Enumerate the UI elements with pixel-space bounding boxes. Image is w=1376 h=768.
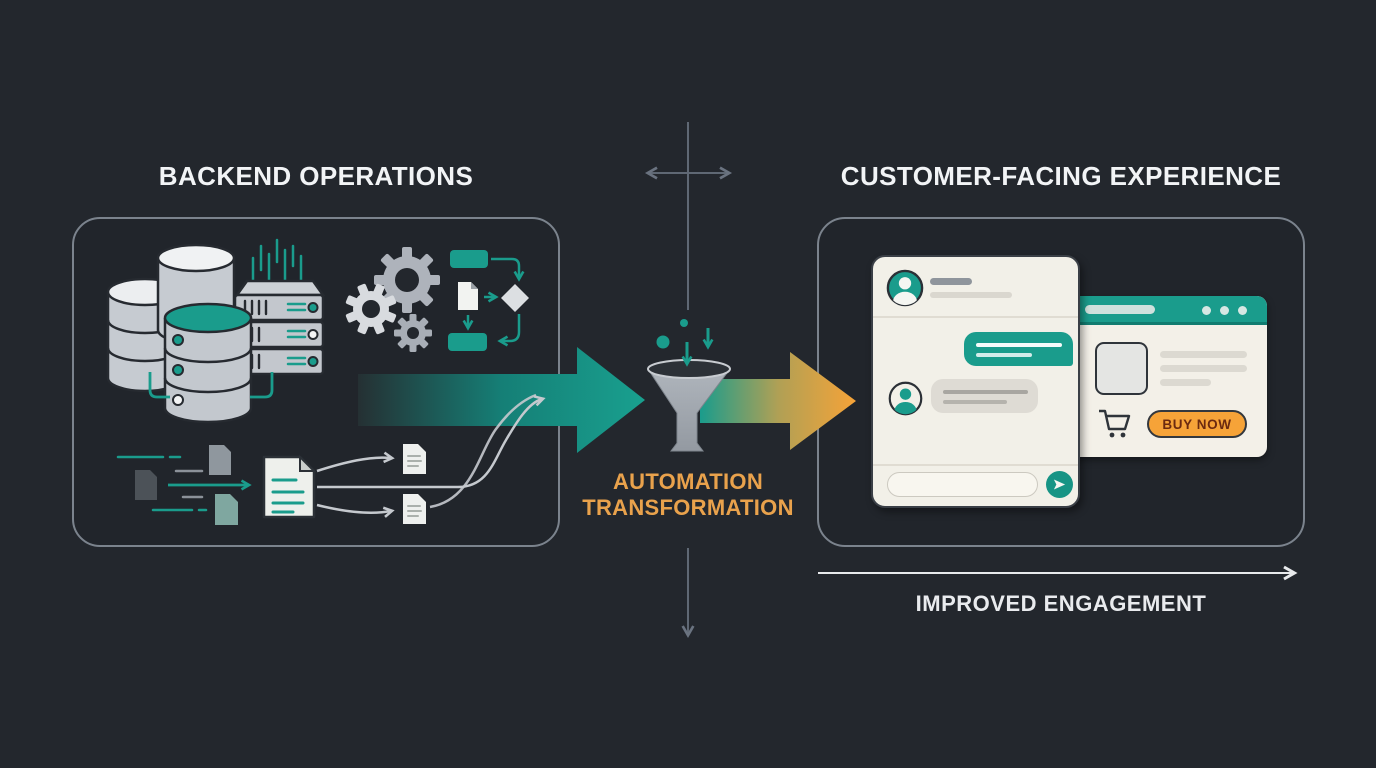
user-avatar-icon bbox=[888, 381, 923, 416]
backend-operations-title: BACKEND OPERATIONS bbox=[158, 161, 474, 191]
agent-avatar-icon bbox=[886, 269, 924, 307]
browser-window: BUY NOW bbox=[1060, 296, 1267, 457]
chat-window bbox=[871, 255, 1080, 508]
crosshair-arrows-icon bbox=[644, 122, 733, 310]
product-text-line bbox=[1160, 351, 1247, 358]
product-image-placeholder bbox=[1095, 342, 1148, 395]
funnel-icon bbox=[647, 319, 731, 452]
chat-header-divider bbox=[873, 316, 1078, 318]
chat-input[interactable] bbox=[887, 472, 1038, 497]
browser-header bbox=[1060, 296, 1267, 325]
automation-label-line1: AUTOMATION bbox=[612, 469, 764, 494]
outgoing-message-bubble bbox=[964, 332, 1073, 366]
buy-now-button[interactable]: BUY NOW bbox=[1147, 410, 1247, 438]
automation-label-line2: TRANSFORMATION bbox=[582, 495, 794, 520]
product-text-line bbox=[1160, 365, 1247, 372]
automation-transformation-label: AUTOMATION TRANSFORMATION bbox=[563, 469, 813, 521]
contact-name-bar bbox=[930, 278, 972, 285]
improved-engagement-caption: IMPROVED ENGAGEMENT bbox=[915, 591, 1207, 616]
backend-operations-panel bbox=[72, 217, 560, 547]
chat-footer-divider bbox=[873, 464, 1078, 466]
product-text-line bbox=[1160, 379, 1211, 386]
incoming-message-bubble bbox=[931, 379, 1038, 413]
window-dots-icon bbox=[1202, 306, 1247, 315]
customer-facing-title: CUSTOMER-FACING EXPERIENCE bbox=[840, 161, 1282, 191]
send-icon bbox=[1053, 479, 1066, 490]
cart-icon[interactable] bbox=[1097, 408, 1134, 440]
contact-status-bar bbox=[930, 292, 1012, 298]
send-button[interactable] bbox=[1046, 471, 1073, 498]
address-bar[interactable] bbox=[1085, 305, 1155, 314]
